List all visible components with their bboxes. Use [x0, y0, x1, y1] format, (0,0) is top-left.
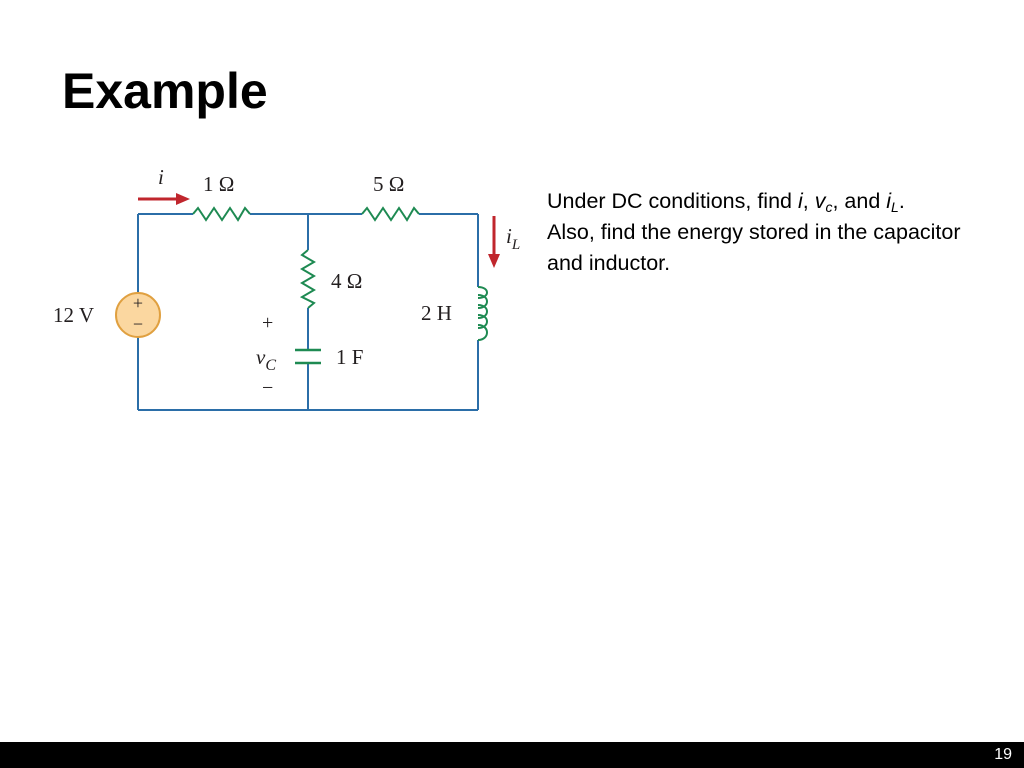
problem-var-i2: i — [886, 189, 892, 213]
current-label-i: i — [158, 165, 164, 189]
source-plus-sign: + — [133, 293, 143, 313]
problem-line-2: Also, find the energy stored in the capa… — [547, 220, 961, 275]
resistor-r2 — [361, 206, 420, 222]
problem-statement: Under DC conditions, find i, vc, and iL.… — [547, 186, 987, 279]
voltage-source-circle — [115, 292, 161, 338]
vc-plus-label: + — [262, 312, 273, 334]
problem-period: . — [898, 189, 905, 213]
source-minus-sign: − — [133, 314, 143, 334]
voltage-source: + − — [115, 292, 161, 338]
problem-comma: , — [802, 189, 815, 213]
resistor-r2-label: 5 Ω — [373, 172, 404, 196]
problem-sub-l: L — [891, 199, 899, 215]
problem-var-i: i — [797, 189, 803, 213]
vc-sub: C — [265, 357, 276, 374]
inductor-coil — [477, 286, 488, 341]
wires — [137, 213, 479, 411]
resistor-r3 — [299, 249, 316, 309]
problem-sub-c: c — [825, 199, 833, 215]
resistor-r3-label: 4 Ω — [331, 269, 362, 293]
current-arrow-i — [138, 193, 190, 205]
source-label: 12 V — [53, 303, 94, 327]
page-number: 19 — [994, 746, 1012, 763]
il-sub: L — [511, 237, 520, 253]
problem-line-1: Under DC conditions, find i, vc, and iL. — [547, 186, 987, 217]
slide-title: Example — [62, 63, 268, 119]
vc-label: vC — [256, 345, 276, 374]
vc-minus-label: − — [262, 377, 273, 399]
capacitor — [295, 348, 321, 365]
resistor-r1-label: 1 Ω — [203, 172, 234, 196]
footer-bar: 19 — [0, 742, 1024, 768]
problem-var-v: v — [814, 189, 826, 213]
resistor-r1 — [192, 206, 251, 222]
capacitor-label: 1 F — [336, 345, 363, 369]
circuit-diagram: + − i 1 Ω 5 Ω 4 Ω 12 V + vC − 1 F 2 H iL — [53, 165, 520, 411]
inductor-label: 2 H — [421, 301, 452, 325]
il-label: iL — [506, 224, 520, 253]
vc-var: v — [256, 345, 266, 369]
problem-text-b: , and — [832, 189, 887, 213]
il-var: i — [506, 224, 512, 248]
problem-text-a: Under DC conditions, find — [547, 189, 798, 213]
current-arrow-il — [488, 216, 500, 268]
